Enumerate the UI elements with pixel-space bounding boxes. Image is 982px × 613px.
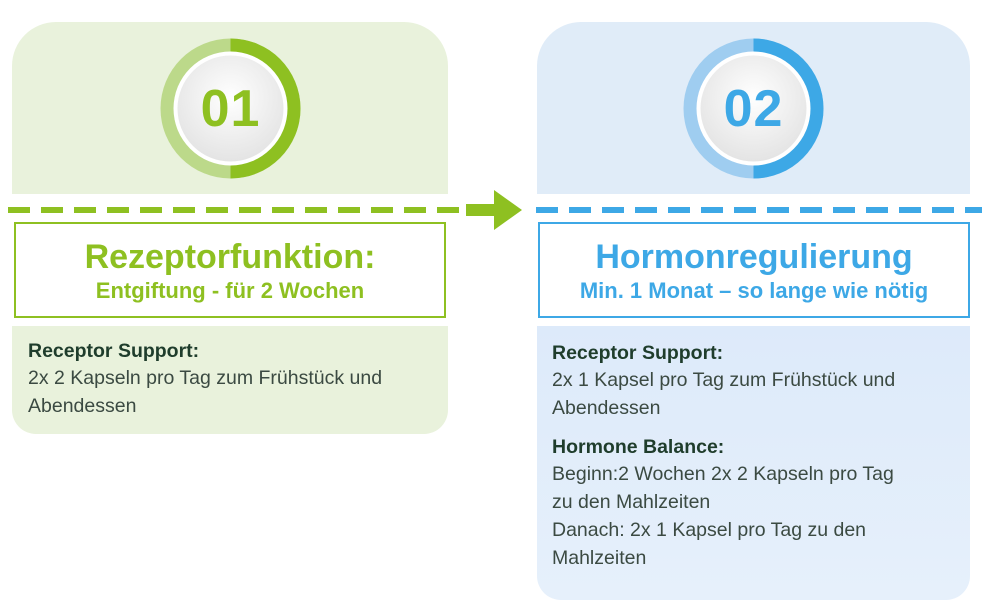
step-2-section-2-line: Beginn:2 Wochen 2x 2 Kapseln pro Tag <box>552 463 894 485</box>
step-1-section-line: 2x 2 Kapseln pro Tag zum Frühstück und <box>28 367 383 389</box>
step-1-details: Receptor Support: 2x 2 Kapseln pro Tag z… <box>12 326 448 434</box>
step-2-ring-icon <box>683 38 824 179</box>
step-1-subtitle: Entgiftung - für 2 Wochen <box>95 278 365 303</box>
step-2-section-2-line: zu den Mahlzeiten <box>552 491 711 513</box>
step-2-number: 02 <box>723 79 784 138</box>
step-2-section-1-line: 2x 1 Kapsel pro Tag zum Frühstück und <box>552 369 896 391</box>
step-2-number-badge: 02 <box>681 36 826 181</box>
step-1-number: 01 <box>200 79 261 138</box>
step-2-section-1-heading: Receptor Support: <box>552 342 724 364</box>
arrow-right-icon <box>466 190 522 230</box>
step-1-section-heading: Receptor Support: <box>28 340 200 362</box>
step-2-title: Hormonregulierung <box>595 238 913 276</box>
step-2-section-2-line: Danach: 2x 1 Kapsel pro Tag zu den <box>552 519 867 541</box>
step-2-details: Receptor Support: 2x 1 Kapsel pro Tag zu… <box>537 326 970 600</box>
step-1-ring-icon <box>160 38 301 179</box>
step-2-section-2-heading: Hormone Balance: <box>552 436 725 458</box>
step-1-title-box: Rezeptorfunktion: Entgiftung - für 2 Woc… <box>14 222 446 318</box>
dashed-connector <box>8 207 982 213</box>
step-1-title: Rezeptorfunktion: <box>84 238 376 276</box>
step-1-number-badge: 01 <box>158 36 303 181</box>
step-2-title-box: Hormonregulierung Min. 1 Monat – so lang… <box>538 222 970 318</box>
step-2-section-2-line: Mahlzeiten <box>552 547 647 569</box>
step-2-subtitle: Min. 1 Monat – so lange wie nötig <box>579 278 929 303</box>
step-1-section-line: Abendessen <box>28 395 137 417</box>
step-2-section-1-line: Abendessen <box>552 397 661 419</box>
